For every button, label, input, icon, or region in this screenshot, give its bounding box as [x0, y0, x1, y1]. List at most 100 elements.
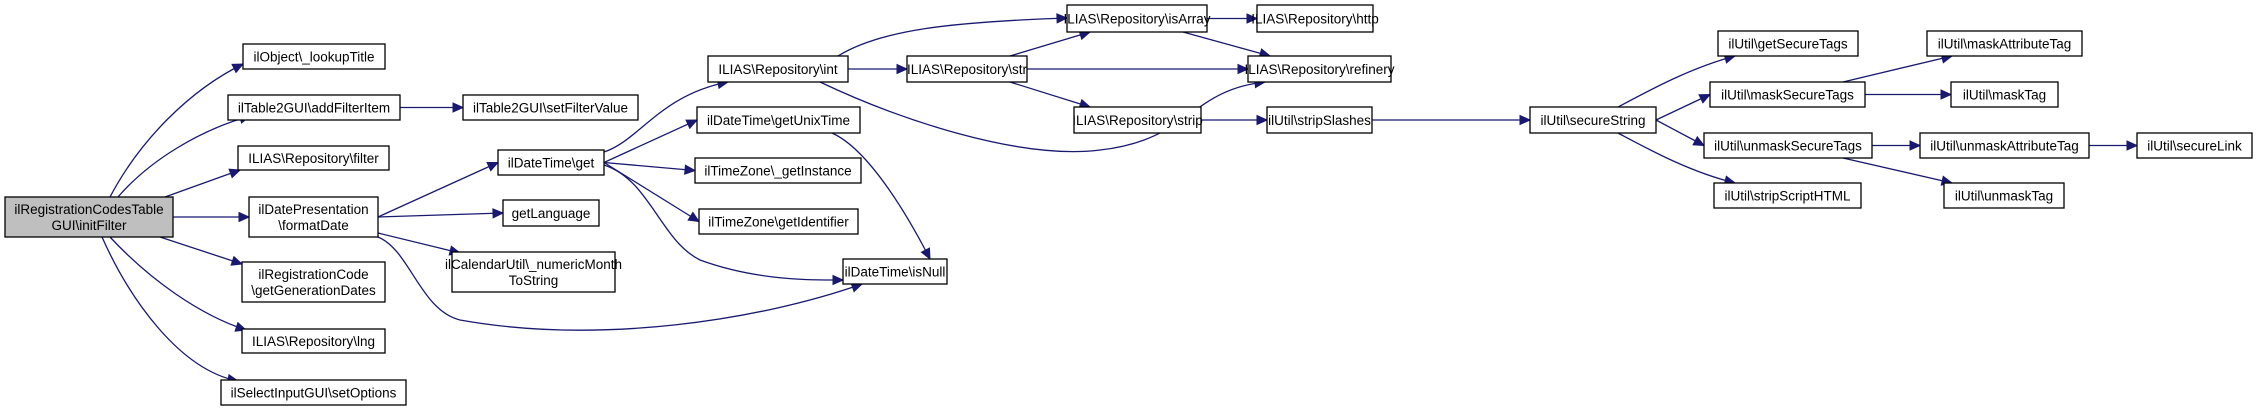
node-tzInstance[interactable]: ilTimeZone\_getInstance [694, 157, 862, 184]
node-box[interactable] [1713, 182, 1862, 209]
node-box[interactable] [1919, 132, 2090, 159]
arrowhead-icon [832, 274, 845, 286]
edge-root-to-formatDate [173, 211, 251, 223]
node-label: ilTable2GUI\setFilterValue [473, 101, 628, 116]
node-setFilterValue[interactable]: ilTable2GUI\setFilterValue [462, 94, 639, 121]
node-box[interactable] [1717, 30, 1859, 57]
node-label: ilTable2GUI\addFilterItem [238, 101, 390, 116]
node-tzIdentifier[interactable]: ilTimeZone\getIdentifier [698, 208, 859, 235]
node-maskTag[interactable]: ilUtil\maskTag [1950, 81, 2059, 108]
node-box[interactable] [4, 196, 174, 238]
node-box[interactable] [1066, 4, 1208, 33]
node-refinery[interactable]: ILIAS\Repository\refinery [1244, 55, 1395, 83]
node-maskAttributeTag[interactable]: ilUtil\maskAttributeTag [1926, 30, 2083, 57]
node-box[interactable] [707, 55, 849, 83]
edge-isArray-to-refinery [1182, 31, 1272, 59]
edge-formatDate-to-getLanguage [377, 208, 505, 219]
node-strip[interactable]: ILIAS\Repository\strip [1072, 106, 1203, 134]
node-label: ilUtil\maskAttributeTag [1938, 37, 2072, 52]
node-formatDate[interactable]: ilDatePresentation\formatDate [248, 196, 379, 238]
arrowhead-icon [492, 208, 505, 219]
node-box[interactable] [694, 157, 862, 184]
node-maskSecureTags[interactable]: ilUtil\maskSecureTags [1709, 81, 1866, 108]
node-label: ilUtil\stripSlashes [1268, 113, 1371, 128]
node-label: ToString [509, 273, 559, 288]
arrowhead-icon [1698, 93, 1712, 104]
node-getGenerationDates[interactable]: ilRegistrationCode\getGenerationDates [241, 261, 386, 303]
node-stripScriptHTML[interactable]: ilUtil\stripScriptHTML [1713, 182, 1862, 209]
node-lng[interactable]: ILIAS\Repository\lng [241, 328, 386, 354]
node-box[interactable] [1950, 81, 2059, 108]
node-box[interactable] [220, 379, 407, 406]
node-label: ilDateTime\isNull [845, 265, 946, 280]
node-box[interactable] [227, 94, 401, 121]
node-label: ilSelectInputGUI\setOptions [231, 386, 397, 401]
node-box[interactable] [451, 251, 616, 293]
edge-line [1842, 157, 1953, 184]
node-lookupTitle[interactable]: ilObject\_lookupTitle [242, 43, 386, 70]
node-label: getLanguage [512, 206, 591, 221]
edge-line [837, 17, 1068, 57]
node-getUnixTime[interactable]: ilDateTime\getUnixTime [696, 106, 861, 134]
edge-line [831, 132, 931, 260]
node-label: ilDateTime\getUnixTime [707, 113, 850, 128]
node-repoStr[interactable]: ILIAS\Repository\str [906, 55, 1028, 83]
node-box[interactable] [1266, 106, 1373, 134]
edges-layer [101, 13, 2139, 385]
node-box[interactable] [241, 328, 386, 354]
node-dtGet[interactable]: ilDateTime\get [497, 149, 605, 176]
node-isNull[interactable]: ilDateTime\isNull [842, 258, 948, 285]
node-box[interactable] [1529, 106, 1657, 134]
arrowhead-icon [1056, 13, 1069, 24]
node-box[interactable] [502, 199, 600, 227]
node-secureLink[interactable]: ilUtil\secureLink [2136, 132, 2253, 159]
node-box[interactable] [2136, 132, 2253, 159]
node-box[interactable] [1247, 55, 1392, 83]
node-box[interactable] [1073, 106, 1202, 134]
node-label: ILIAS\Repository\strip [1072, 113, 1203, 128]
node-http[interactable]: ILIAS\Repository\http [1251, 4, 1379, 33]
node-label: ILIAS\Repository\lng [252, 334, 375, 349]
node-label: ILIAS\Repository\isArray [1063, 12, 1210, 27]
edge-unmaskSecureTags-to-unmaskAttributeTag [1872, 140, 1922, 151]
node-label: ilTimeZone\_getInstance [704, 164, 851, 179]
node-unmaskAttributeTag[interactable]: ilUtil\unmaskAttributeTag [1919, 132, 2090, 159]
node-box[interactable] [696, 106, 861, 134]
node-filter[interactable]: ILIAS\Repository\filter [237, 145, 390, 171]
edge-line [1617, 132, 1736, 184]
edge-repoInt-to-isArray [837, 13, 1069, 57]
node-setOptions[interactable]: ilSelectInputGUI\setOptions [220, 379, 407, 406]
edge-isArray-to-http [1207, 13, 1259, 24]
arrowhead-icon [1940, 89, 1953, 100]
node-box[interactable] [237, 145, 390, 171]
node-box[interactable] [842, 258, 948, 285]
node-box[interactable] [1703, 132, 1873, 159]
node-box[interactable] [248, 196, 379, 238]
node-label: ILIAS\Repository\filter [248, 151, 379, 166]
node-box[interactable] [1256, 4, 1374, 33]
node-box[interactable] [698, 208, 859, 235]
edge-line [109, 63, 244, 198]
node-getSecureTags[interactable]: ilUtil\getSecureTags [1717, 30, 1859, 57]
edge-dtGet-to-getUnixTime [603, 119, 699, 164]
edge-root-to-addFilterItem [117, 113, 252, 198]
node-isArray[interactable]: ILIAS\Repository\isArray [1063, 4, 1211, 33]
node-unmaskTag[interactable]: ilUtil\unmaskTag [1943, 182, 2065, 209]
node-unmaskSecureTags[interactable]: ilUtil\unmaskSecureTags [1703, 132, 1873, 159]
node-box[interactable] [906, 55, 1028, 83]
node-getLanguage[interactable]: getLanguage [502, 199, 600, 227]
node-stripSlashes[interactable]: ilUtil\stripSlashes [1266, 106, 1373, 134]
edge-line [1842, 55, 1953, 83]
node-box[interactable] [462, 94, 639, 121]
node-repoInt[interactable]: ILIAS\Repository\int [707, 55, 849, 83]
node-box[interactable] [497, 149, 605, 176]
node-box[interactable] [1709, 81, 1866, 108]
node-box[interactable] [242, 43, 386, 70]
node-box[interactable] [1926, 30, 2083, 57]
node-box[interactable] [241, 261, 386, 303]
node-secureString[interactable]: ilUtil\secureString [1529, 106, 1657, 134]
node-box[interactable] [1943, 182, 2065, 209]
node-addFilterItem[interactable]: ilTable2GUI\addFilterItem [227, 94, 401, 121]
